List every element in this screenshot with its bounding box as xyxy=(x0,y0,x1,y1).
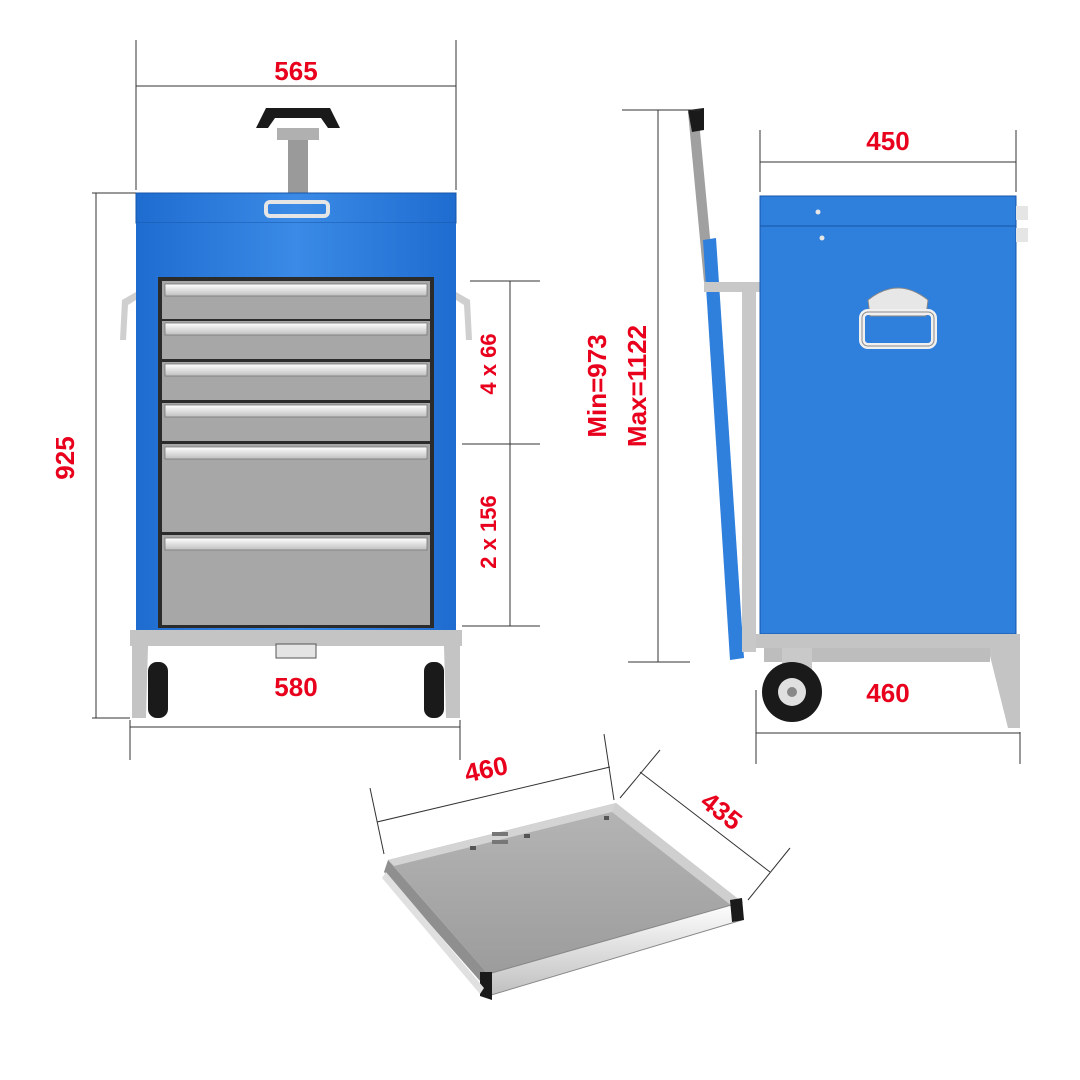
drawer-slot-icon xyxy=(470,846,476,850)
side-handle-bracket xyxy=(704,282,760,652)
side-base-frame xyxy=(756,634,1020,728)
side-clip-icon xyxy=(1016,206,1028,220)
drawer-width-label: 460 xyxy=(462,750,511,788)
front-telescopic-handle xyxy=(256,108,340,196)
drawer-slot-icon xyxy=(492,840,508,844)
handle-min-label: Min=973 xyxy=(582,334,612,437)
side-clip-icon xyxy=(1016,228,1028,242)
front-latch-handle xyxy=(264,200,330,218)
front-small-drawers xyxy=(162,281,430,441)
side-telescopic-handle xyxy=(688,108,744,660)
front-right-hook-icon xyxy=(456,292,472,340)
side-carry-handle-icon xyxy=(859,287,937,349)
side-dimension-lines xyxy=(622,109,1021,764)
side-depth-top-label: 450 xyxy=(866,126,909,156)
front-wheels xyxy=(148,662,444,718)
small-drawers-label: 4 x 66 xyxy=(476,333,501,394)
drawer-slot-icon xyxy=(492,832,508,836)
side-rivet-icon xyxy=(815,209,821,215)
front-left-hook-icon xyxy=(120,292,136,340)
large-drawers-label: 2 x 156 xyxy=(476,495,501,568)
side-depth-bottom-label: 460 xyxy=(866,678,909,708)
drawer-depth-label: 435 xyxy=(695,786,748,836)
side-view xyxy=(688,108,1028,728)
front-top-lid xyxy=(135,192,457,224)
drawer-slot-icon xyxy=(604,816,609,820)
side-caster-wheel xyxy=(762,648,822,722)
side-rivet-icon xyxy=(819,235,825,241)
handle-max-label: Max=1122 xyxy=(622,325,652,447)
drawer-tray xyxy=(382,803,744,1000)
drawer-slot-icon xyxy=(524,834,530,838)
front-dimension-lines xyxy=(92,40,540,760)
drawer-dimension-lines xyxy=(369,733,791,901)
front-width-top-label: 565 xyxy=(274,56,317,86)
front-large-drawers xyxy=(162,444,430,625)
side-cabinet-body xyxy=(759,195,1017,635)
front-view xyxy=(120,108,472,718)
front-width-bottom-label: 580 xyxy=(274,672,317,702)
front-base-frame xyxy=(130,630,462,718)
front-height-label: 925 xyxy=(50,436,80,479)
